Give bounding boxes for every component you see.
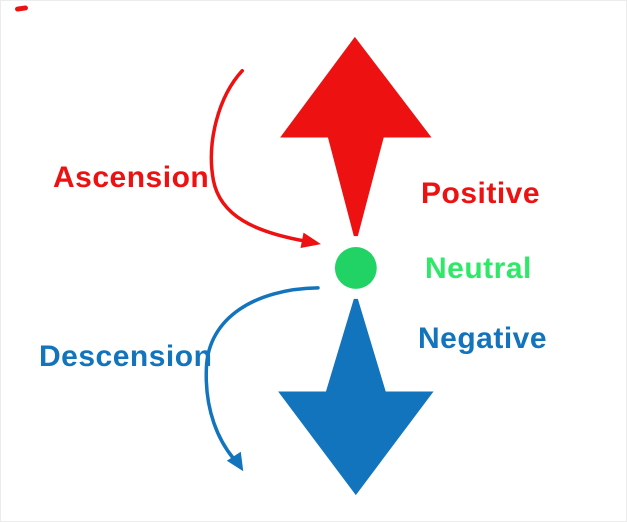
positive-label: Positive <box>421 177 541 210</box>
descension-curve <box>204 286 320 460</box>
descension-arrowhead-icon <box>226 451 244 472</box>
up-arrow-icon <box>280 36 432 237</box>
descension-label: Descension <box>39 340 213 373</box>
neutral-dot <box>334 247 377 289</box>
ascension-label: Ascension <box>53 161 210 194</box>
neutral-label: Neutral <box>425 252 532 285</box>
ascension-arrowhead-icon <box>300 232 321 249</box>
down-arrow-icon <box>278 298 434 496</box>
ascension-curve <box>209 68 307 243</box>
negative-label: Negative <box>418 322 548 355</box>
